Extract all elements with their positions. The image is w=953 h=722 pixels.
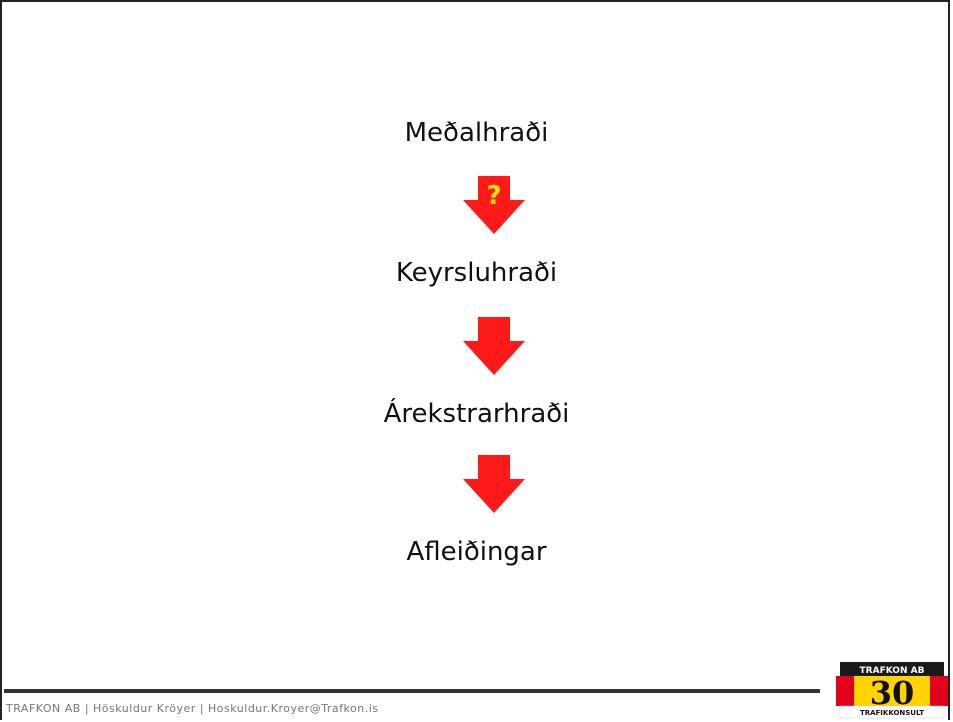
arrow-down-icon [463, 455, 525, 513]
step-medalhradi: Meðalhraði [404, 118, 549, 148]
logo-number: 30 [870, 674, 915, 712]
step-arekstrarhradi: Árekstrarhraði [383, 399, 570, 429]
step-keyrsluhradi: Keyrsluhraði [395, 258, 558, 288]
question-mark: ? [486, 181, 501, 211]
footer-divider [4, 689, 820, 693]
logo-top-text: TRAFKON AB [860, 666, 925, 676]
trafkon-30-logo: TRAFKON AB 30 TRAFIKKONSULT [836, 662, 948, 719]
logo-bottom-text: TRAFIKKONSULT [860, 709, 924, 717]
arrow-down-icon [463, 317, 525, 375]
step-afleidingar: Afleiðingar [406, 537, 547, 567]
footer-text: TRAFKON AB | Höskuldur Kröyer | Hoskuldu… [6, 702, 379, 715]
arrow-down-question-icon: ? [463, 176, 525, 234]
